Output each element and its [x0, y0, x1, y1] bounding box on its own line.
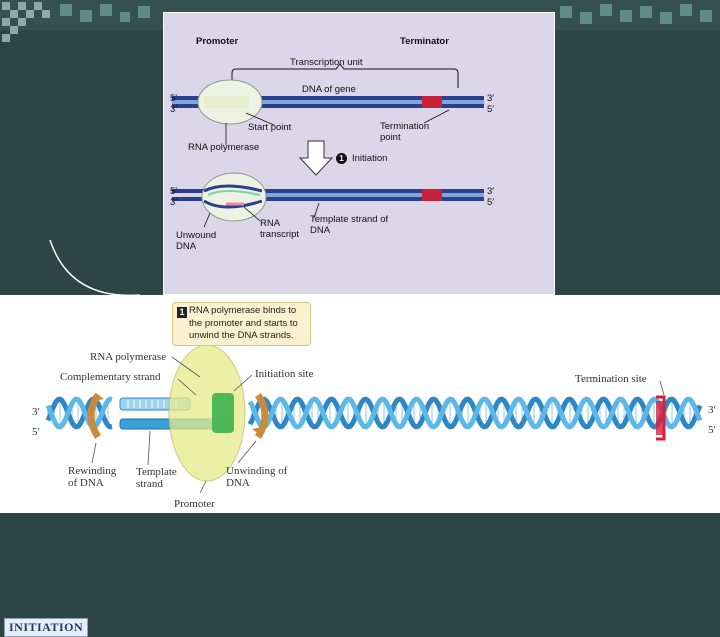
template-strand-label: Template strand of DNA [310, 214, 389, 236]
transcription-diagram-panel: Promoter Terminator Transcription unit D… [163, 12, 555, 295]
top-row2-5prime-right: 5′ [487, 197, 495, 208]
top-row1-5prime-left: 5′ [170, 93, 178, 104]
rna-polymerase-label: RNA polymerase [188, 142, 260, 153]
termination-point-label: Termination point [380, 121, 430, 143]
initiation-diagram-panel: INITIATION 1 RNA polymerase binds to the… [0, 295, 720, 637]
top-row2-3prime-left: 3′ [170, 197, 178, 208]
unwound-dna-label: Unwound DNA [176, 230, 217, 252]
rewinding-label: Rewinding of DNA [68, 465, 117, 489]
initiation-label: Initiation [352, 153, 388, 164]
complementary-strand-label: Complementary strand [60, 371, 161, 383]
template-strand-label-bottom: Template strand [136, 466, 177, 490]
background-circle [49, 240, 141, 297]
dna-of-gene-label: DNA of gene [302, 84, 356, 95]
transcription-diagram-graphic [172, 63, 484, 228]
dna-double-helix [45, 396, 703, 430]
dna-strand [45, 396, 113, 430]
bottom-3prime-right: 3′ [708, 404, 716, 416]
top-row1-5prime-right: 5′ [487, 104, 495, 115]
callout-text: RNA polymerase binds to the promoter and… [189, 305, 298, 341]
unwinding-label: Unwinding of DNA [226, 465, 288, 489]
bottom-5prime-left: 5′ [32, 426, 40, 438]
initiation-header: INITIATION [4, 618, 89, 637]
callout-number: 1 [177, 307, 187, 318]
footer-bar [0, 513, 720, 540]
promoter-label: Promoter [196, 36, 239, 47]
top-row2-5prime-left: 5′ [170, 186, 178, 197]
step-number-badge: 1 [336, 153, 347, 164]
top-row1-3prime-left: 3′ [170, 104, 178, 115]
bottom-3prime-left: 3′ [32, 406, 40, 418]
dna-strand [247, 396, 703, 430]
top-row2-3prime-right: 3′ [487, 186, 495, 197]
terminator-label: Terminator [400, 36, 449, 47]
bottom-5prime-right: 5′ [708, 424, 716, 436]
dna-helix-graphic [45, 344, 703, 494]
rna-polymerase-label-bottom: RNA polymerase [90, 351, 167, 363]
initiation-site-label: Initiation site [255, 368, 314, 380]
start-point-label: Start point [248, 122, 292, 133]
promoter-label-bottom: Promoter [174, 498, 215, 510]
rna-transcript-label: RNA transcript [260, 218, 300, 240]
top-row1-3prime-right: 3′ [487, 93, 495, 104]
transcription-unit-label: Transcription unit [290, 57, 363, 68]
termination-site-label: Termination site [575, 373, 647, 385]
step-callout: 1 RNA polymerase binds to the promoter a… [172, 302, 311, 346]
